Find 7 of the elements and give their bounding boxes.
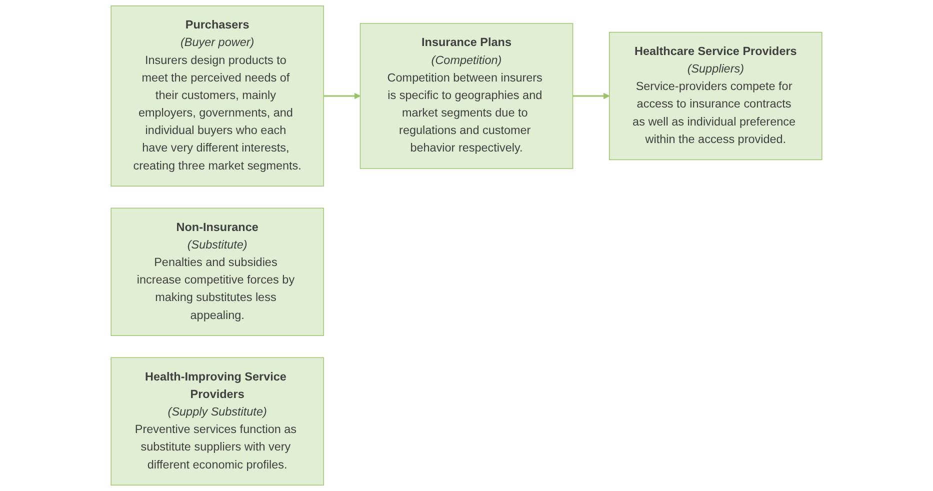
arrow: [324, 92, 361, 100]
node-box: Purchasers (Buyer power) Insurers design products to meet the perceived needs of their customers, mainly employers, governments, and individual buyers who each have very different interests, creating three market segments.: [110, 6, 324, 186]
node-box: Non-Insurance (Substitute) Penalties and subsidies increase competitive forces by making substitutes less appealing.: [110, 208, 324, 336]
arrow: [572, 92, 610, 100]
node-box: Healthcare Service Providers (Suppliers) Service-providers compete for access to insurance contracts as well as individual preference within the access provided.: [609, 32, 822, 160]
node-box: Health-Improving Service Providers (Supply Substitute) Preventive services function as substitute suppliers with very different economic profiles.: [110, 357, 324, 486]
node-box: Insurance Plans (Competition) Competition between insurers is specific to geographies and market segments due to regulations and customer behavior respectively.: [360, 23, 574, 169]
